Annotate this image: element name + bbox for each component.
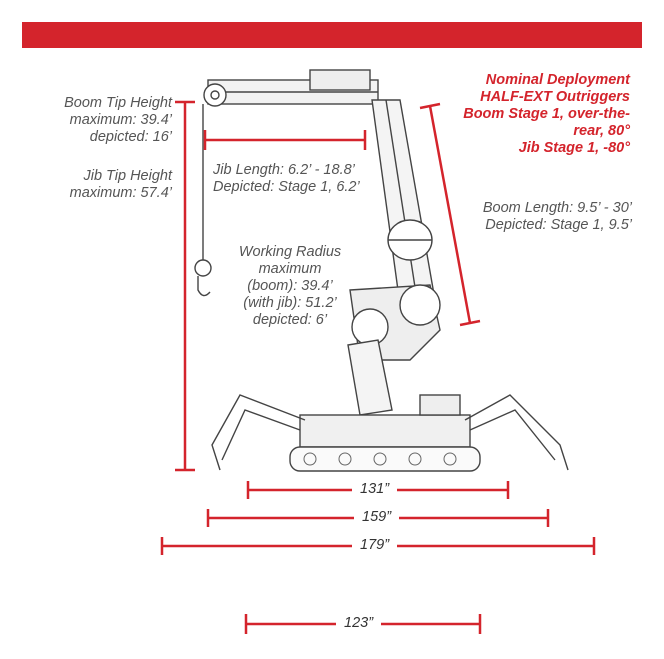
crane-illustration (194, 69, 569, 472)
nominal-deployment-label: Nominal Deployment HALF-EXT Outriggers B… (463, 72, 630, 156)
jib-tip-height-label: Jib Tip Height maximum: 57.4’ (69, 168, 172, 201)
dimension-123: 123” (336, 615, 382, 631)
header-banner (22, 22, 642, 48)
jib-length-label: Jib Length: 6.2’ - 18.8’ Depicted: Stage… (213, 162, 360, 195)
boom-tip-height-label: Boom Tip Height maximum: 39.4’ depicted:… (64, 95, 172, 145)
boom-length-line (428, 105, 472, 324)
dimension-159: 159” (354, 509, 400, 525)
dimension-131: 131” (352, 481, 398, 497)
dimension-179: 179” (352, 537, 398, 553)
working-radius-label: Working Radius maximum (boom): 39.4’ (wi… (238, 244, 342, 328)
boom-length-label: Boom Length: 9.5’ - 30’ Depicted: Stage … (482, 200, 632, 233)
